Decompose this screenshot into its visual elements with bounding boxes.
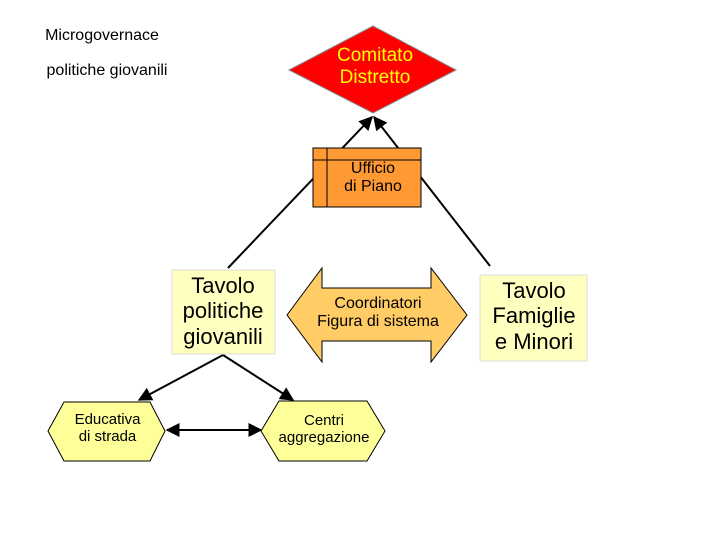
comitato-distretto-diamond xyxy=(287,25,458,114)
connector-tavolo-politiche-to-comitato xyxy=(227,115,373,269)
coordinatori-label: Coordinatori Figura di sistema xyxy=(317,295,439,331)
centri-aggregazione-label: Centri aggregazione xyxy=(278,412,370,447)
tavolo-politiche-box xyxy=(171,269,276,355)
ufficio-di-piano-box xyxy=(312,147,422,208)
connector-tavolo-to-educativa xyxy=(137,354,224,401)
tavolo-famiglie-box xyxy=(479,274,588,362)
tavolo-politiche-label: Tavolo politiche giovanili xyxy=(182,273,264,349)
tavolo-famiglie-label: Tavolo Famiglie e Minori xyxy=(492,278,576,354)
ufficio-di-piano-label: Ufficio di Piano xyxy=(344,160,402,196)
connector-tavolo-to-centri xyxy=(222,354,295,401)
connector-tavolo-famiglie-to-comitato xyxy=(373,115,491,267)
centri-aggregazione-hexagon xyxy=(260,400,386,462)
coordinatori-double-arrow xyxy=(286,266,468,364)
header-subtitle: politiche giovanili xyxy=(46,62,168,79)
comitato-distretto-label: Comitato Distretto xyxy=(336,45,414,88)
header-title: Microgovernace xyxy=(45,27,159,44)
educativa-di-strada-hexagon xyxy=(47,401,166,462)
educativa-di-strada-label: Educativa di strada xyxy=(74,411,141,446)
